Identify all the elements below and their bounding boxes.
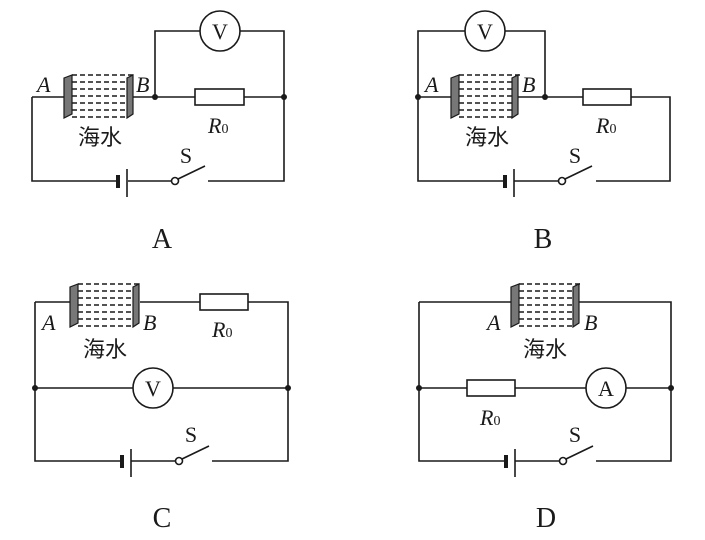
electrode-plate-b <box>126 74 134 120</box>
resistor-label: R0 <box>479 405 500 430</box>
resistor-label: R0 <box>595 113 616 138</box>
wire <box>418 302 505 462</box>
terminal-b-label: B <box>143 310 156 335</box>
battery-negative-plate <box>116 175 120 188</box>
junction-node <box>416 385 422 391</box>
junction-node <box>415 94 421 100</box>
seawater-container <box>69 283 140 329</box>
terminal-a-label: A <box>35 72 51 97</box>
seawater-label: 海水 <box>78 126 122 151</box>
terminal-b-label: B <box>584 310 597 335</box>
resistor-r0 <box>194 88 245 106</box>
switch-lever <box>177 165 206 180</box>
wire <box>212 301 289 462</box>
junction-node <box>542 94 548 100</box>
terminal-a-label: A <box>485 310 501 335</box>
seawater-container <box>63 74 134 120</box>
wire <box>208 30 285 182</box>
battery-negative-plate <box>504 455 508 468</box>
switch-pivot <box>557 176 567 186</box>
electrode-plate-b <box>572 283 580 329</box>
junction-node <box>152 94 158 100</box>
electrode-plate-a <box>69 283 79 328</box>
resistor-r0 <box>582 88 632 106</box>
junction-node <box>32 385 38 391</box>
seawater-label: 海水 <box>83 338 127 363</box>
wire <box>417 30 465 97</box>
resistor-r0 <box>199 293 249 311</box>
junction-node <box>668 385 674 391</box>
option-label-a: A <box>152 224 173 255</box>
option-label-c: C <box>153 503 172 534</box>
switch-lever <box>565 445 594 460</box>
junction-node <box>285 385 291 391</box>
resistor-label: R0 <box>211 317 232 342</box>
wire <box>596 96 671 182</box>
resistor-label: R0 <box>207 113 228 138</box>
circuit-diagram-d: A A B R0 海水 S D <box>416 283 674 534</box>
switch-lever <box>181 445 210 460</box>
ammeter-label: A <box>598 376 614 401</box>
battery-negative-plate <box>120 455 124 468</box>
option-label-d: D <box>536 503 556 534</box>
circuit-diagram-a: V A B R0 海水 S A <box>31 10 287 255</box>
electrode-plate-a <box>510 283 520 328</box>
resistor-r0 <box>466 379 516 397</box>
circuit-diagram-c: V A B R0 海水 S C <box>32 283 291 534</box>
terminal-b-label: B <box>522 72 535 97</box>
electrode-plate-a <box>450 74 460 119</box>
terminal-a-label: A <box>40 310 56 335</box>
wire <box>31 97 117 182</box>
seawater-label: 海水 <box>465 126 509 151</box>
seawater-container <box>450 74 520 120</box>
voltmeter-label: V <box>212 19 228 44</box>
switch-label: S <box>569 143 581 168</box>
seawater-label: 海水 <box>523 338 567 363</box>
switch-label: S <box>569 422 581 447</box>
electrode-plate-a <box>63 74 73 119</box>
voltmeter-label: V <box>145 376 161 401</box>
terminal-a-label: A <box>423 72 439 97</box>
terminal-b-label: B <box>136 72 149 97</box>
voltmeter <box>199 10 241 52</box>
wire <box>34 302 121 462</box>
wire <box>154 30 200 97</box>
voltmeter <box>132 367 174 409</box>
wire <box>579 301 672 462</box>
electrode-plate-b <box>132 283 140 329</box>
switch-pivot <box>170 176 180 186</box>
option-label-b: B <box>534 224 553 255</box>
switch-lever <box>564 165 593 180</box>
switch-label: S <box>180 143 192 168</box>
electrode-plate-b <box>511 74 519 120</box>
voltmeter <box>464 10 506 52</box>
switch-label: S <box>185 422 197 447</box>
circuit-diagram-b: V A B R0 海水 S B <box>415 10 671 255</box>
junction-node <box>281 94 287 100</box>
voltmeter-label: V <box>477 19 493 44</box>
battery-negative-plate <box>503 175 507 188</box>
seawater-container <box>510 283 580 329</box>
wire <box>417 97 504 182</box>
switch-pivot <box>174 456 184 466</box>
wire <box>505 30 546 97</box>
ammeter <box>585 367 627 409</box>
switch-pivot <box>558 456 568 466</box>
